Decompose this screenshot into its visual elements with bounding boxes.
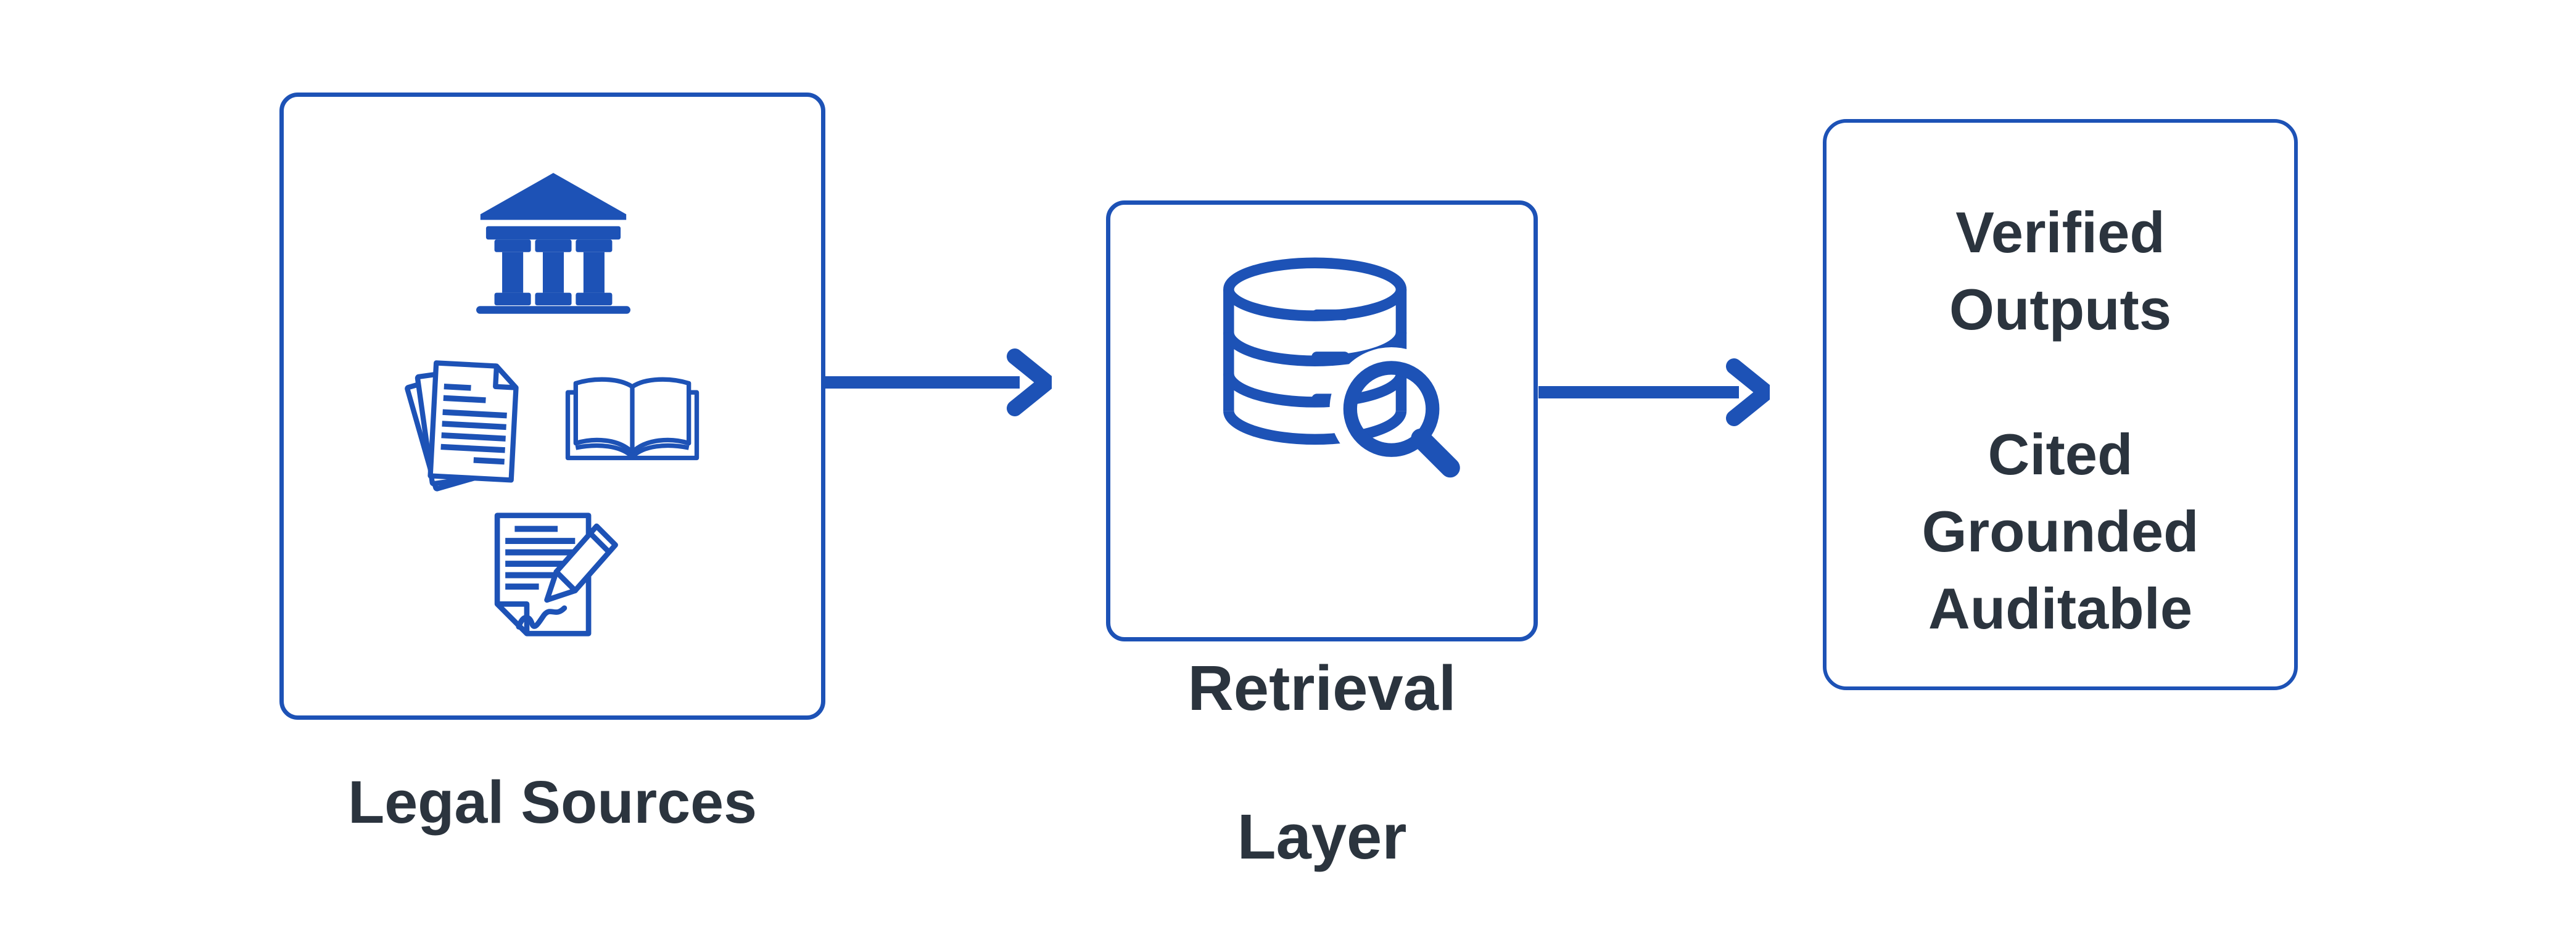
outputs-title-line2: Outputs bbox=[1949, 277, 2172, 342]
retrieval-label-line1: Retrieval bbox=[1187, 653, 1456, 723]
courthouse-icon bbox=[476, 171, 630, 315]
outputs-title-line1: Verified bbox=[1955, 200, 2165, 265]
verified-outputs-node: Verified Outputs Cited Grounded Auditabl… bbox=[1823, 119, 2298, 690]
legal-sources-node bbox=[279, 93, 825, 720]
signed-contract-icon bbox=[481, 505, 626, 653]
documents-stack-icon bbox=[404, 355, 537, 493]
legal-sources-label: Legal Sources bbox=[347, 768, 758, 836]
outputs-item-cited: Cited bbox=[1988, 422, 2133, 487]
retrieval-layer-node bbox=[1106, 200, 1538, 641]
outputs-item-grounded: Grounded bbox=[1922, 499, 2199, 564]
arrow-right-icon bbox=[1538, 346, 1770, 439]
database-search-icon bbox=[1203, 254, 1468, 485]
verified-outputs-text: Verified Outputs Cited Grounded Auditabl… bbox=[1827, 123, 2294, 686]
retrieval-layer-label: Retrieval Layer bbox=[1106, 651, 1538, 875]
outputs-item-auditable: Auditable bbox=[1928, 576, 2193, 641]
arrow-right-icon bbox=[825, 336, 1052, 429]
open-book-icon bbox=[564, 369, 700, 472]
retrieval-label-line2: Layer bbox=[1237, 801, 1407, 872]
